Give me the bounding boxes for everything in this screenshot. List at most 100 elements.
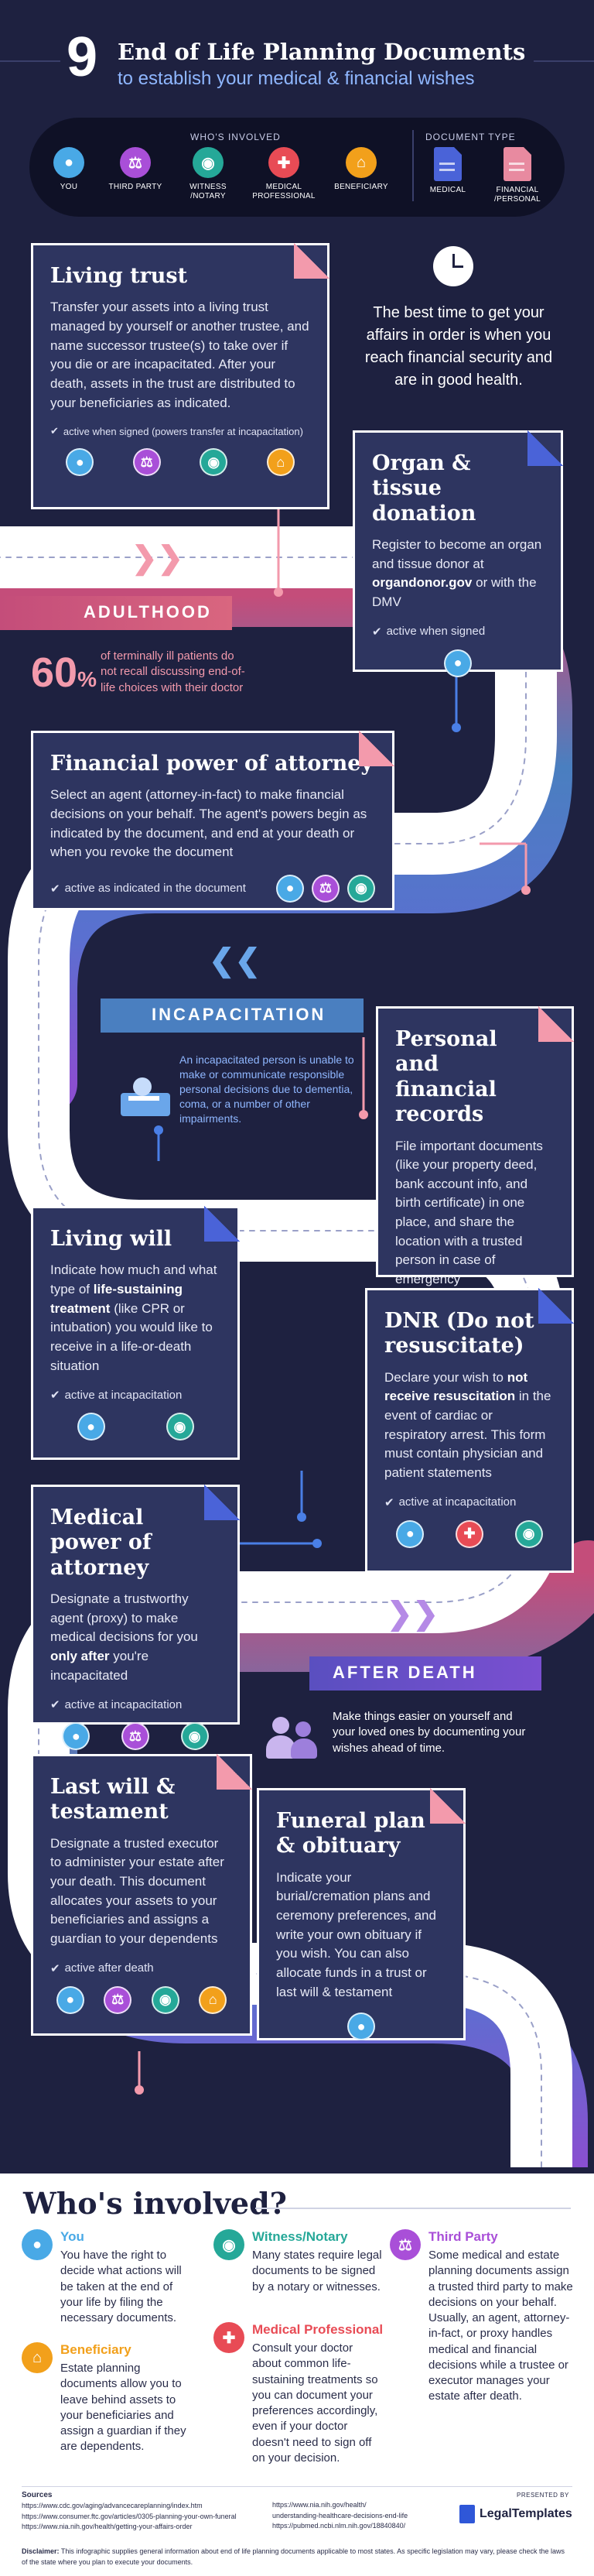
card-dnr: DNR (Do not resuscitate) Declare your wi… — [365, 1288, 574, 1573]
adulthood-band — [0, 596, 232, 630]
brand-logo[interactable]: LegalTemplates — [459, 2505, 572, 2523]
financial-fold — [359, 731, 394, 766]
card-medical-poa: Medical power of attorney Designate a tr… — [31, 1485, 240, 1751]
header-rule-right — [534, 60, 594, 62]
scales-icon: ⚖ — [121, 1722, 149, 1751]
medical-cross-icon: ✚ — [455, 1519, 483, 1548]
after-death-band — [309, 1656, 541, 1690]
medical-fold — [204, 1206, 240, 1242]
card-active: ✔active after death — [50, 1961, 154, 1975]
checkmark-icon: ✔ — [50, 1389, 60, 1403]
card-living-trust: Living trust Transfer your assets into a… — [31, 243, 329, 509]
eye-icon: ◉ — [213, 2229, 244, 2260]
card-body: File important documents (like your prop… — [395, 1138, 543, 1287]
house-icon: ⌂ — [266, 448, 295, 477]
card-title: Medical power of attorney — [50, 1506, 152, 1580]
card-organ-donation: Organ & tissue donation Register to beco… — [353, 430, 563, 677]
incapacitation-note: An incapacitated person is unable to mak… — [179, 1053, 354, 1125]
card-funeral-plan: Funeral plan & obituary Indicate your bu… — [257, 1788, 466, 2041]
page-title: End of Life Planning Documents — [118, 39, 526, 65]
card-title: Living will — [50, 1227, 172, 1251]
card-people: ● ⚖ ◉ ⌂ — [50, 1985, 233, 2014]
house-icon: ⌂ — [22, 2342, 53, 2373]
legend-medical-professional: ✚ MEDICAL PROFESSIONAL — [251, 147, 317, 201]
card-body: Designate a trusted executor to administ… — [50, 1835, 224, 1946]
incapacitation-band — [101, 999, 364, 1033]
medical-fold — [538, 1288, 574, 1324]
card-living-will: Living will Indicate how much and what t… — [31, 1206, 240, 1460]
scales-icon: ⚖ — [104, 1985, 132, 2014]
card-last-will: Last will & testament Designate a truste… — [31, 1754, 252, 2036]
card-people: ● ◉ — [50, 1413, 220, 1441]
financial-fold — [217, 1754, 252, 1790]
card-people: ● — [276, 2012, 446, 2041]
card-active: ✔active at incapacitation — [50, 1388, 183, 1403]
section-rule — [255, 2208, 571, 2209]
stage-adulthood: ADULTHOOD — [84, 602, 212, 622]
legend-financial-doc: FINANCIAL /PERSONAL — [484, 147, 551, 204]
checkmark-icon: ✔ — [50, 882, 60, 896]
person-icon: ● — [66, 448, 94, 477]
financial-fold — [294, 243, 329, 279]
intro-text: The best time to get your affairs in ord… — [364, 304, 553, 389]
card-title: DNR (Do not resuscitate) — [384, 1309, 534, 1358]
card-people: ● ⚖ ◉ ⌂ — [50, 448, 310, 477]
card-body: Register to become an organ and tissue d… — [372, 537, 542, 610]
medical-cross-icon: ✚ — [268, 147, 299, 178]
card-people: ● ⚖ ◉ — [276, 874, 375, 903]
chevron-right-icon: ❯❯ — [131, 541, 184, 575]
card-active: ✔active when signed (powers transfer at … — [50, 425, 303, 437]
chevron-right-icon: ❯❯ — [387, 1597, 439, 1631]
eye-icon: ◉ — [151, 1985, 179, 2014]
stage-incapacitation: INCAPACITATION — [152, 1005, 326, 1024]
financial-fold — [430, 1788, 466, 1824]
person-icon: ● — [62, 1722, 90, 1751]
card-title: Personal and financial records — [395, 1027, 497, 1127]
card-active: ✔active when signed — [372, 625, 486, 639]
card-body: Indicate your burial/cremation plans and… — [276, 1869, 436, 1999]
card-title: Last will & testament — [50, 1775, 176, 1824]
sources-left: Sources https://www.cdc.gov/aging/advanc… — [22, 2491, 237, 2530]
disclaimer: Disclaimer: This infographic supplies ge… — [22, 2547, 565, 2566]
after-death-note: Make things easier on yourself and your … — [333, 1710, 526, 1755]
card-body: Designate a trustworthy agent (proxy) to… — [50, 1591, 198, 1683]
logo-icon — [459, 2505, 475, 2523]
sources-right: https://www.nia.nih.gov/health/ understa… — [272, 2501, 408, 2530]
card-body: Select an agent (attorney-in-fact) to ma… — [50, 787, 367, 860]
card-body: Transfer your assets into a living trust… — [50, 300, 309, 410]
organdonor-link[interactable]: organdonor.gov — [372, 575, 473, 591]
scales-icon: ⚖ — [132, 448, 161, 477]
card-active: ✔active at incapacitation — [384, 1495, 517, 1509]
card-title: Organ & tissue donation — [372, 451, 476, 526]
person-icon: ● — [444, 649, 472, 677]
person-icon: ● — [276, 874, 304, 903]
house-icon: ⌂ — [346, 147, 377, 178]
patient-bed-icon — [121, 1073, 170, 1119]
person-icon: ● — [22, 2229, 53, 2260]
stat-value: 60% — [31, 649, 97, 696]
eye-icon: ◉ — [193, 147, 224, 178]
card-body: Indicate how much and what type of life-… — [50, 1262, 217, 1373]
scales-icon: ⚖ — [390, 2229, 421, 2260]
header-number: 9 — [67, 26, 98, 88]
presented-by: PRESENTED BY — [517, 2492, 569, 2499]
card-financial-poa: Financial power of attorney Select an ag… — [31, 731, 394, 910]
card-active: ✔active at incapacitation — [50, 1697, 183, 1712]
medical-fold — [527, 430, 563, 466]
card-personal-records: Personal and financial records File impo… — [376, 1006, 574, 1328]
legend-third-party: ⚖ THIRD PARTY — [102, 147, 169, 192]
checkmark-icon: ✔ — [372, 625, 382, 639]
card-people: ● — [372, 649, 544, 677]
eye-icon: ◉ — [180, 1722, 209, 1751]
chevron-left-icon: ❮❮ — [209, 944, 261, 978]
house-icon: ⌂ — [199, 1985, 227, 2014]
legend-divider — [412, 130, 414, 201]
checkmark-icon: ✔ — [50, 1961, 60, 1975]
medical-cross-icon: ✚ — [213, 2322, 244, 2353]
person-icon: ● — [396, 1519, 425, 1548]
card-body: Declare your wish to not receive resusci… — [384, 1369, 551, 1480]
